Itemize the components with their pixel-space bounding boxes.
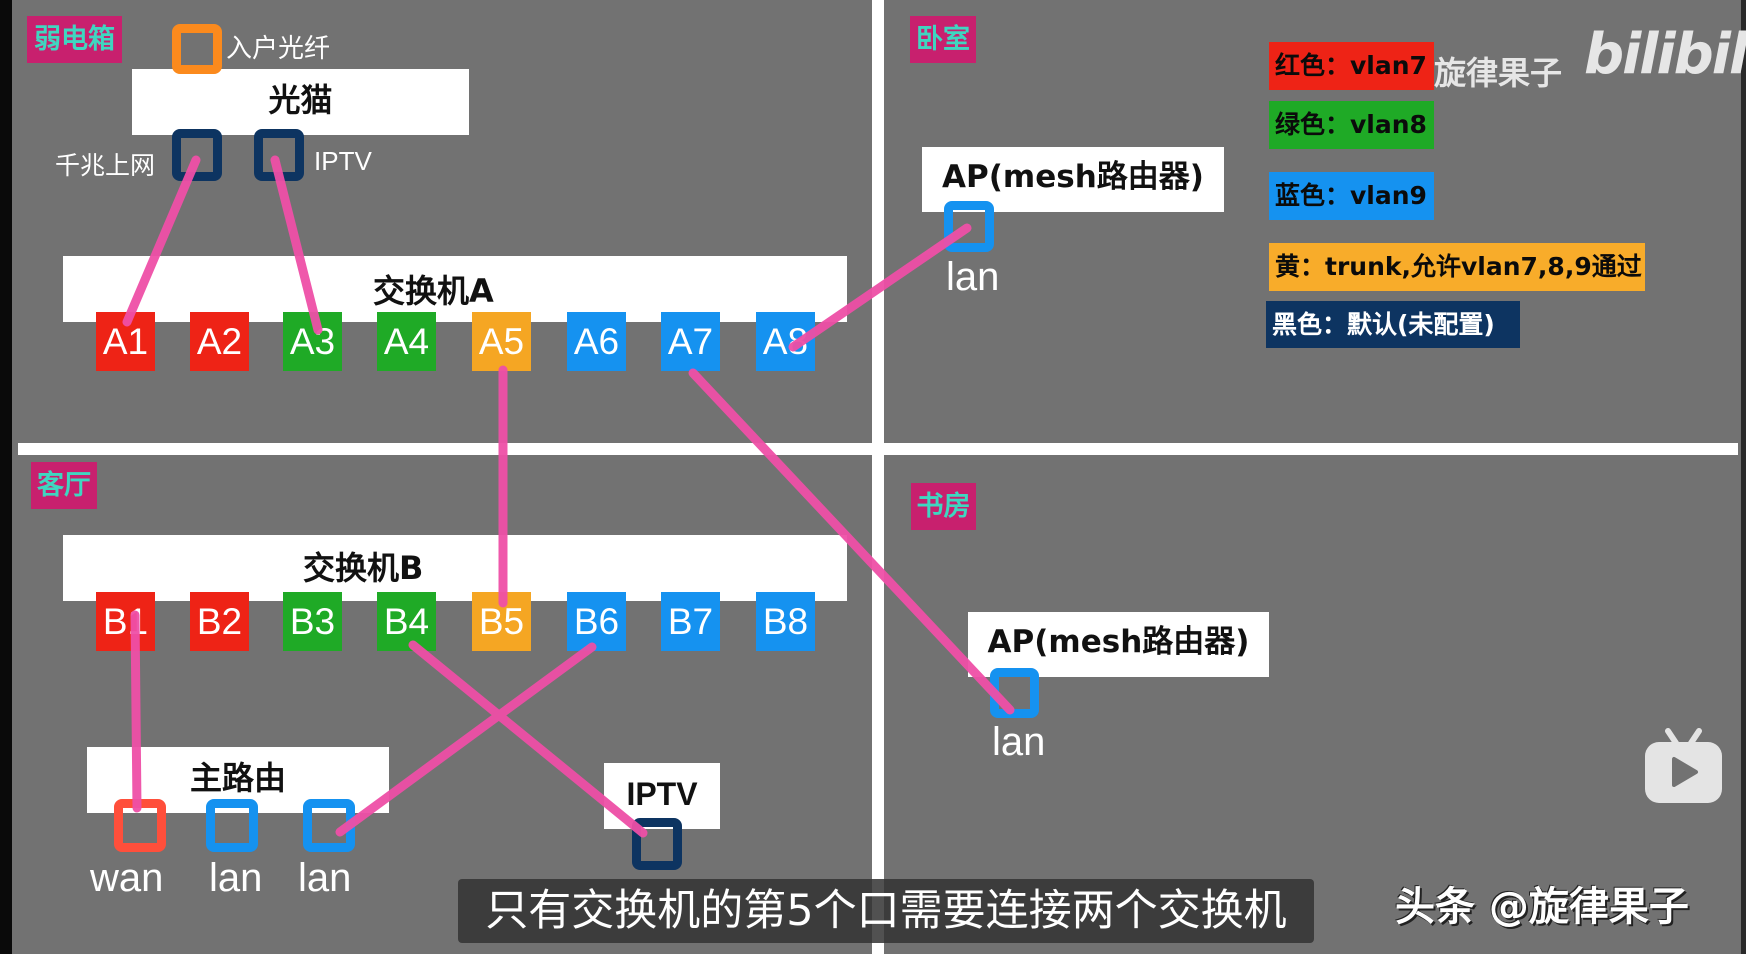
optical-modem: 光猫 xyxy=(132,69,469,135)
legend-yellow-trunk: 黄：trunk,允许vlan7,8,9通过 xyxy=(1269,243,1645,291)
switch-b-port-2: B2 xyxy=(190,592,249,651)
right-frame-edge xyxy=(1741,0,1746,954)
switch-b: 交换机B xyxy=(63,535,847,601)
main-router-title: 主路由 xyxy=(189,759,286,797)
toutiao-watermark: 头条 @旋律果子 xyxy=(1395,884,1689,930)
switch-a-port-7: A7 xyxy=(661,312,720,371)
legend-green-vlan8: 绿色：vlan8 xyxy=(1269,101,1434,149)
port-label: B3 xyxy=(289,601,336,642)
modem-internet-label: 千兆上网 xyxy=(55,151,156,180)
bedroom-ap-lan-jack-icon xyxy=(944,201,994,252)
bedroom-ap-title: AP(mesh路由器) xyxy=(942,159,1204,195)
bedroom-ap-lan-label: lan xyxy=(946,255,1000,299)
port-label: A4 xyxy=(383,321,430,362)
router-wan-jack-icon xyxy=(114,799,166,852)
port-label: B5 xyxy=(478,601,525,642)
port-label: A2 xyxy=(196,321,243,362)
room-label-living-room: 客厅 xyxy=(31,462,97,509)
bilibili-tv-icon xyxy=(1643,727,1724,805)
room-label-study: 书房 xyxy=(911,483,976,530)
room-divider-vertical xyxy=(872,0,884,954)
room-divider-horizontal xyxy=(18,443,1738,455)
router-wan-label: wan xyxy=(90,856,164,900)
switch-a-port-4: A4 xyxy=(377,312,436,371)
router-lan1-label: lan xyxy=(209,856,263,900)
video-subtitle: 只有交换机的第5个口需要连接两个交换机 xyxy=(458,879,1314,943)
switch-a-port-2: A2 xyxy=(190,312,249,371)
port-label: B2 xyxy=(196,601,243,642)
switch-b-port-5: B5 xyxy=(472,592,531,651)
left-frame-edge xyxy=(0,0,12,954)
port-label: A8 xyxy=(762,321,809,362)
iptv-jack-icon xyxy=(632,818,682,870)
switch-b-port-4: B4 xyxy=(377,592,436,651)
port-label: A6 xyxy=(573,321,620,362)
router-lan1-jack-icon xyxy=(206,799,258,852)
port-label: B1 xyxy=(102,601,149,642)
switch-b-port-3: B3 xyxy=(283,592,342,651)
bilibili-logo: bilibili xyxy=(1584,22,1746,87)
modem-internet-jack-icon xyxy=(172,129,222,181)
legend-blue-vlan9: 蓝色：vlan9 xyxy=(1269,172,1434,220)
switch-a-port-1: A1 xyxy=(96,312,155,371)
switch-a: 交换机A xyxy=(63,256,847,322)
fiber-in-jack-icon xyxy=(172,24,222,74)
port-label: A7 xyxy=(667,321,714,362)
switch-a-port-3: A3 xyxy=(283,312,342,371)
switch-b-title: 交换机B xyxy=(303,549,424,587)
port-label: B4 xyxy=(383,601,430,642)
port-label: B7 xyxy=(667,601,714,642)
port-label: B6 xyxy=(573,601,620,642)
switch-b-port-8: B8 xyxy=(756,592,815,651)
room-label-bedroom: 卧室 xyxy=(910,16,976,63)
switch-b-port-6: B6 xyxy=(567,592,626,651)
study-ap-lan-jack-icon xyxy=(990,668,1039,718)
switch-b-port-7: B7 xyxy=(661,592,720,651)
legend-red-vlan7: 红色：vlan7 xyxy=(1269,42,1434,90)
router-lan2-jack-icon xyxy=(303,799,355,852)
iptv-box-title: IPTV xyxy=(626,776,698,812)
port-label: B8 xyxy=(762,601,809,642)
switch-a-port-5: A5 xyxy=(472,312,531,371)
switch-a-port-6: A6 xyxy=(567,312,626,371)
optical-modem-title: 光猫 xyxy=(268,81,333,119)
modem-iptv-jack-icon xyxy=(254,129,304,181)
study-ap-lan-label: lan xyxy=(992,720,1046,764)
port-label: A5 xyxy=(478,321,525,362)
brand-name: 旋律果子 xyxy=(1434,54,1563,92)
room-label-weak-box: 弱电箱 xyxy=(27,16,122,63)
fiber-in-label: 入户光纤 xyxy=(226,34,331,64)
switch-a-title: 交换机A xyxy=(373,272,494,310)
port-label: A3 xyxy=(289,321,336,362)
port-label: A1 xyxy=(102,321,149,362)
legend-black-default: 黑色：默认(未配置) xyxy=(1266,301,1520,348)
study-ap: AP(mesh路由器) xyxy=(968,612,1269,677)
router-lan2-label: lan xyxy=(298,856,352,900)
study-ap-title: AP(mesh路由器) xyxy=(987,624,1250,660)
switch-b-port-1: B1 xyxy=(96,592,155,651)
modem-iptv-label: IPTV xyxy=(314,146,372,176)
switch-a-port-8: A8 xyxy=(756,312,815,371)
